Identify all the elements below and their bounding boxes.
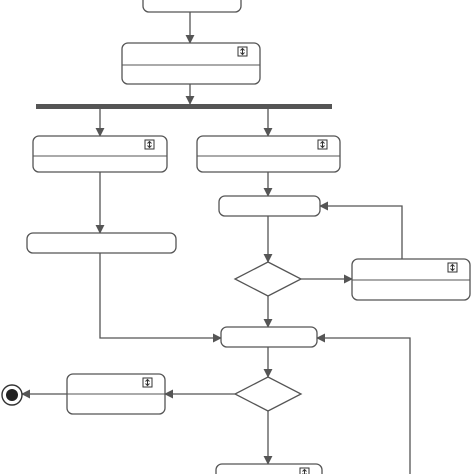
activity-final-icon[interactable] <box>1 384 23 406</box>
expand-vertical-icon[interactable] <box>317 139 328 150</box>
edge-right-return-to-join <box>316 333 411 474</box>
action-subactivity-left[interactable] <box>32 135 168 173</box>
expand-vertical-icon[interactable] <box>142 377 153 388</box>
action-merge-target[interactable] <box>218 195 321 217</box>
action-top[interactable] <box>142 0 242 13</box>
decision-upper[interactable] <box>233 261 303 297</box>
expand-vertical-icon[interactable] <box>447 262 458 273</box>
decision-lower[interactable] <box>233 376 303 412</box>
fork-bar <box>36 104 332 109</box>
expand-vertical-icon[interactable] <box>144 139 155 150</box>
action-join[interactable] <box>220 326 318 348</box>
action-subactivity-loop[interactable] <box>351 258 471 301</box>
action-subactivity-1[interactable] <box>121 42 261 85</box>
edges-layer <box>21 12 411 474</box>
edge-loop-back-to-merge <box>319 201 403 259</box>
action-left-lower[interactable] <box>26 232 177 254</box>
expand-vertical-icon[interactable] <box>299 467 310 474</box>
action-subactivity-bottom-left[interactable] <box>66 373 166 415</box>
action-subactivity-right[interactable] <box>196 135 341 173</box>
expand-vertical-icon[interactable] <box>237 46 248 57</box>
edge-leftlower-to-join <box>99 253 222 343</box>
action-subactivity-bottom[interactable] <box>215 463 323 474</box>
